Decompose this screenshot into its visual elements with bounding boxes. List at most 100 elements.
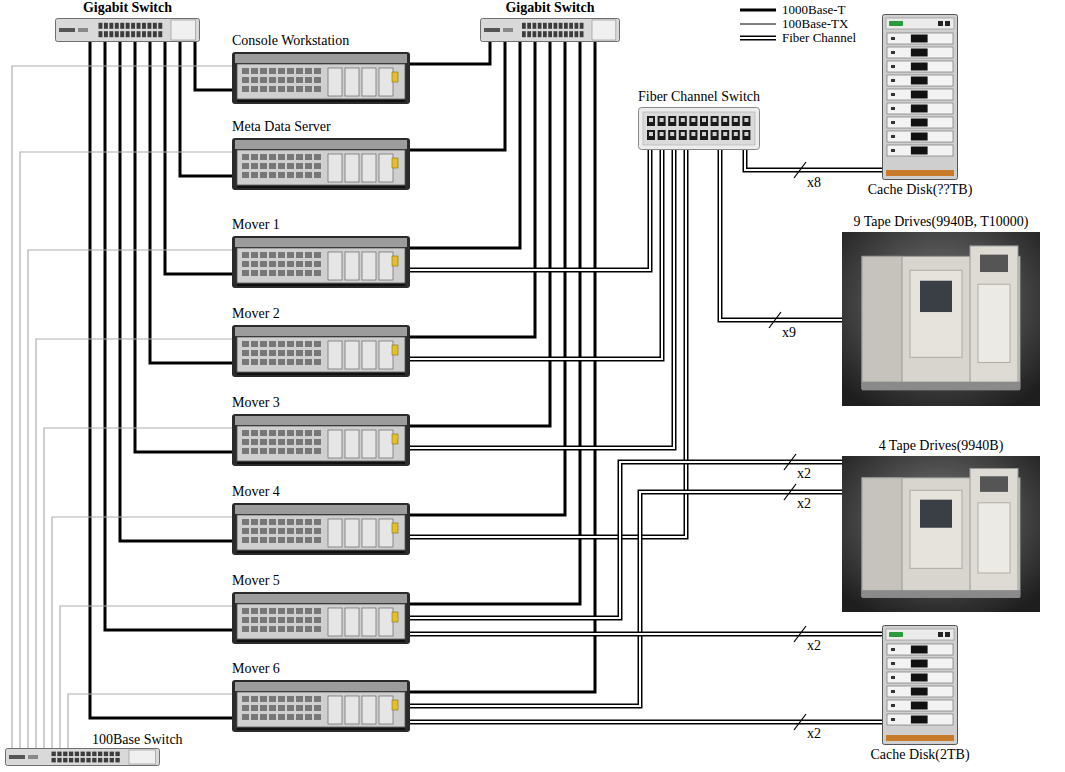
fc-port — [689, 130, 697, 140]
node-label: 100Base Switch — [92, 732, 183, 748]
node-label: Mover 2 — [232, 306, 280, 322]
server-vent — [242, 68, 249, 74]
switch-port — [533, 31, 537, 37]
server-art — [232, 325, 410, 377]
switch-port — [569, 31, 573, 37]
rack-switch — [938, 21, 943, 26]
rack-dot — [891, 135, 895, 138]
server-tag — [392, 523, 398, 533]
server-vent — [278, 626, 285, 632]
server-vent — [251, 68, 258, 74]
switch-port — [75, 758, 79, 763]
link-gap — [410, 150, 662, 359]
gigabit-link — [105, 42, 232, 630]
gigabit-switch: Gigabit Switch — [480, 18, 620, 42]
server-vent — [269, 448, 276, 454]
server-vent — [287, 528, 294, 534]
legend-text: 100Base-TX — [782, 17, 848, 31]
gigabit-link — [410, 42, 595, 692]
fast-ethernet-link — [68, 694, 232, 748]
server-vent — [242, 626, 249, 632]
server-vent — [287, 252, 294, 258]
server-bay — [345, 519, 359, 547]
server-vent — [251, 519, 258, 525]
server-vent — [278, 163, 285, 169]
server-art — [232, 680, 410, 732]
server-vent — [242, 341, 249, 347]
server-vent — [278, 608, 285, 614]
switch-port — [564, 23, 568, 29]
server-vent — [242, 430, 249, 436]
rack-led — [889, 21, 903, 26]
server-vent — [260, 528, 267, 534]
rack-shelf — [887, 672, 953, 683]
server: Mover 6 — [232, 680, 410, 732]
server-vent — [296, 705, 303, 711]
tape-photo-ground — [842, 456, 1040, 612]
server-vent — [305, 705, 312, 711]
server-vent — [287, 172, 294, 178]
switch-port — [126, 23, 130, 29]
server-vent — [278, 430, 285, 436]
server-vent — [287, 537, 294, 543]
switch-port — [120, 23, 124, 29]
tape-side — [862, 256, 902, 388]
server-vent — [278, 705, 285, 711]
fiber-channel-link — [410, 462, 842, 618]
fc-port-inner — [702, 132, 706, 136]
switch-port — [147, 23, 151, 29]
server-vent — [242, 537, 249, 543]
link-line — [720, 150, 842, 320]
tape-panel — [978, 503, 1010, 573]
tape-window — [920, 281, 952, 312]
server-vent — [278, 350, 285, 356]
server-vent — [260, 163, 267, 169]
cache-disk: Cache Disk(2TB) — [882, 625, 958, 745]
server-vent — [287, 626, 294, 632]
switch-port — [153, 23, 157, 29]
server-vent — [305, 439, 312, 445]
tape-photo-ground — [842, 232, 1040, 406]
link-gap — [410, 150, 674, 448]
server-vent — [260, 350, 267, 356]
server-vent — [251, 537, 258, 543]
server-vent — [287, 341, 294, 347]
server-vent — [305, 68, 312, 74]
server-bay — [379, 341, 393, 369]
link-line — [12, 66, 232, 748]
link-line — [410, 42, 595, 692]
fc-port-inner — [734, 118, 738, 122]
tape-base — [862, 382, 1020, 391]
fc-port-inner — [681, 132, 685, 136]
rack-slot — [911, 674, 928, 682]
server-vent — [314, 714, 321, 720]
server-vent — [314, 537, 321, 543]
fc-port — [732, 130, 740, 140]
fiber-channel-link — [410, 150, 650, 270]
server-base — [237, 462, 405, 464]
server-tag — [392, 256, 398, 266]
server-vent — [314, 617, 321, 623]
switch-logo — [484, 28, 500, 32]
bundle-slash — [794, 162, 806, 178]
legend-row: 100Base-TX — [740, 17, 806, 31]
server-vent — [296, 68, 303, 74]
fc-port — [742, 116, 750, 126]
fiber-channel-switch-art — [638, 107, 760, 150]
switch-port — [153, 31, 157, 37]
tape-panel — [978, 284, 1010, 362]
server-bay — [362, 341, 376, 369]
bundle-count: x8 — [806, 175, 822, 190]
server-vent — [269, 519, 276, 525]
server-bay — [362, 430, 376, 458]
server-vent — [305, 696, 312, 702]
link-line — [410, 150, 674, 448]
switch-port — [126, 31, 130, 37]
server-vent — [296, 341, 303, 347]
fc-port-inner — [649, 132, 653, 136]
switch-port — [522, 31, 526, 37]
link-line — [60, 606, 232, 748]
rack-base — [886, 735, 954, 741]
switch-panel — [129, 750, 155, 764]
switch-port — [57, 752, 61, 757]
